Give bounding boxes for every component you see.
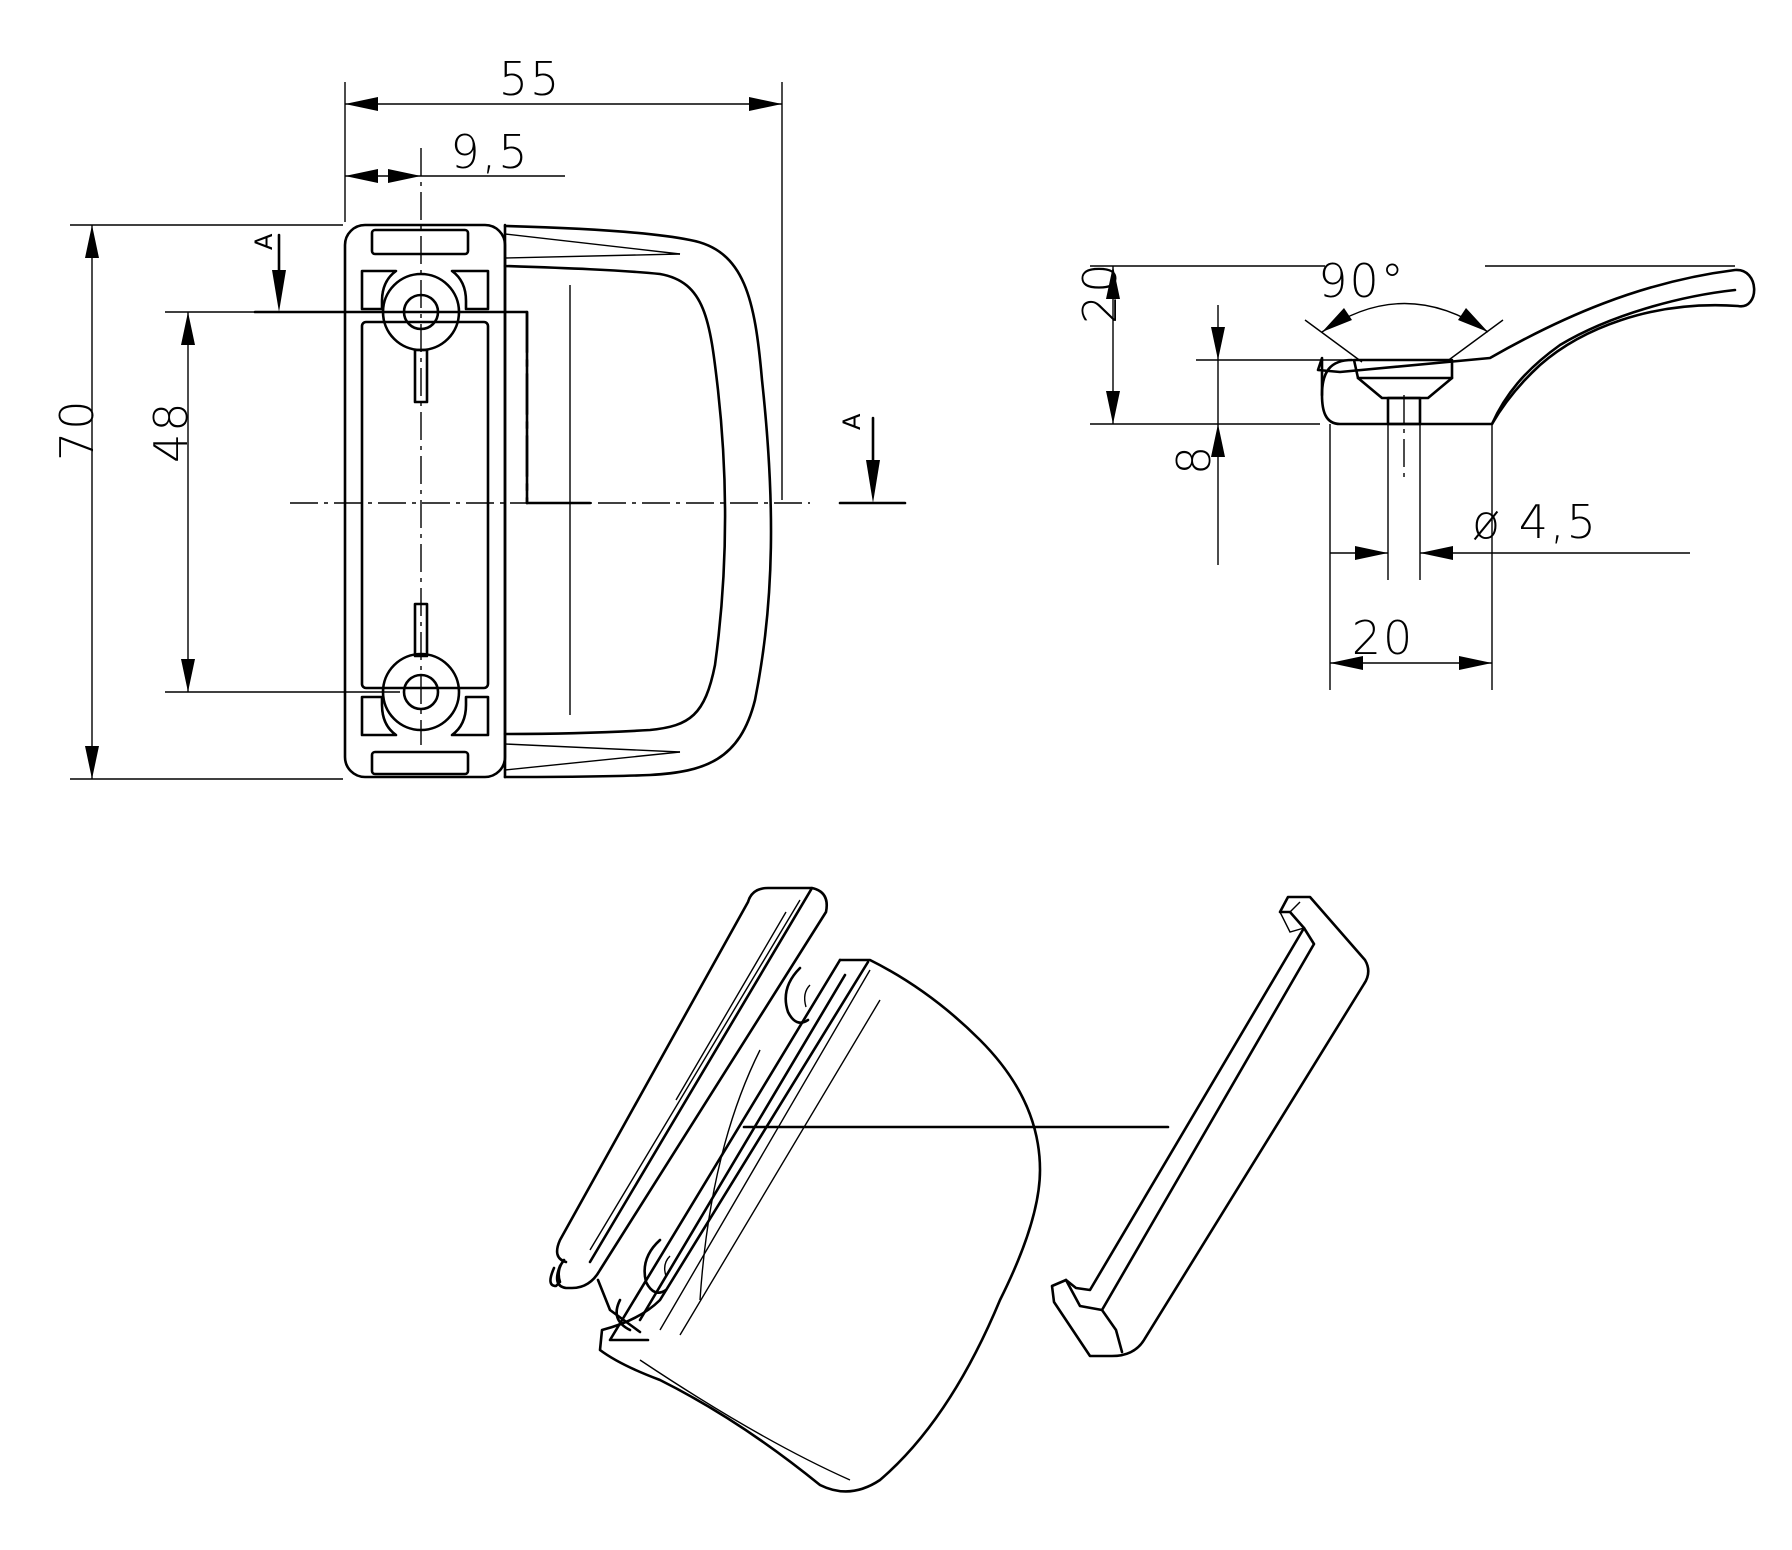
dim-90-label: 90°	[1318, 254, 1406, 308]
section-label-right: A	[838, 413, 866, 430]
handle-surface-lines	[504, 233, 681, 771]
body-hole-bottom	[643, 1238, 668, 1294]
dim-9-5-label: 9,5	[450, 125, 529, 179]
dim-48-label: 48	[144, 400, 198, 463]
right-cover-strip	[1050, 895, 1370, 1358]
bottom-hole-housing	[360, 602, 490, 737]
dim-8-label: 8	[1167, 444, 1221, 475]
body-hole-top	[784, 966, 810, 1024]
dim-hole-spacing: 48	[144, 311, 400, 693]
dim-base-width: 20	[1329, 424, 1493, 690]
dim-bore-label: ø 4,5	[1472, 495, 1598, 549]
dim-side-height: 20	[1073, 261, 1735, 425]
handle-outer	[503, 224, 773, 779]
dim-base-thickness: 8	[1167, 305, 1350, 565]
bottom-mounting-hole	[402, 673, 440, 711]
dim-height-overall: 70	[50, 224, 343, 780]
bottom-tab	[370, 750, 470, 776]
section-arrow-top: A	[250, 233, 286, 312]
top-hole-housing	[360, 269, 490, 404]
dim-55-label: 55	[499, 52, 562, 106]
front-view: A A 55 9,5	[50, 52, 907, 780]
inner-slot	[360, 320, 490, 690]
isometric-view	[549, 886, 1370, 1493]
handle-body	[598, 958, 1042, 1493]
dim-bore-diameter: ø 4,5	[1330, 424, 1690, 580]
section-arrow-right: A	[838, 413, 880, 503]
dim-base-20-label: 20	[1352, 611, 1415, 665]
dim-width-overall: 55	[344, 52, 783, 500]
dim-side-20-label: 20	[1073, 261, 1127, 324]
section-label-top: A	[250, 233, 278, 250]
left-cover-strip	[549, 886, 828, 1290]
handle-inner	[503, 264, 727, 736]
dim-offset-to-hole: 9,5	[345, 125, 565, 183]
side-view: 90° 20 8 ø 4,5	[1073, 254, 1756, 690]
angle-dimension: 90°	[1304, 254, 1504, 363]
top-tab	[370, 228, 470, 256]
section-cut-line	[253, 310, 592, 505]
dim-70-label: 70	[50, 398, 104, 461]
